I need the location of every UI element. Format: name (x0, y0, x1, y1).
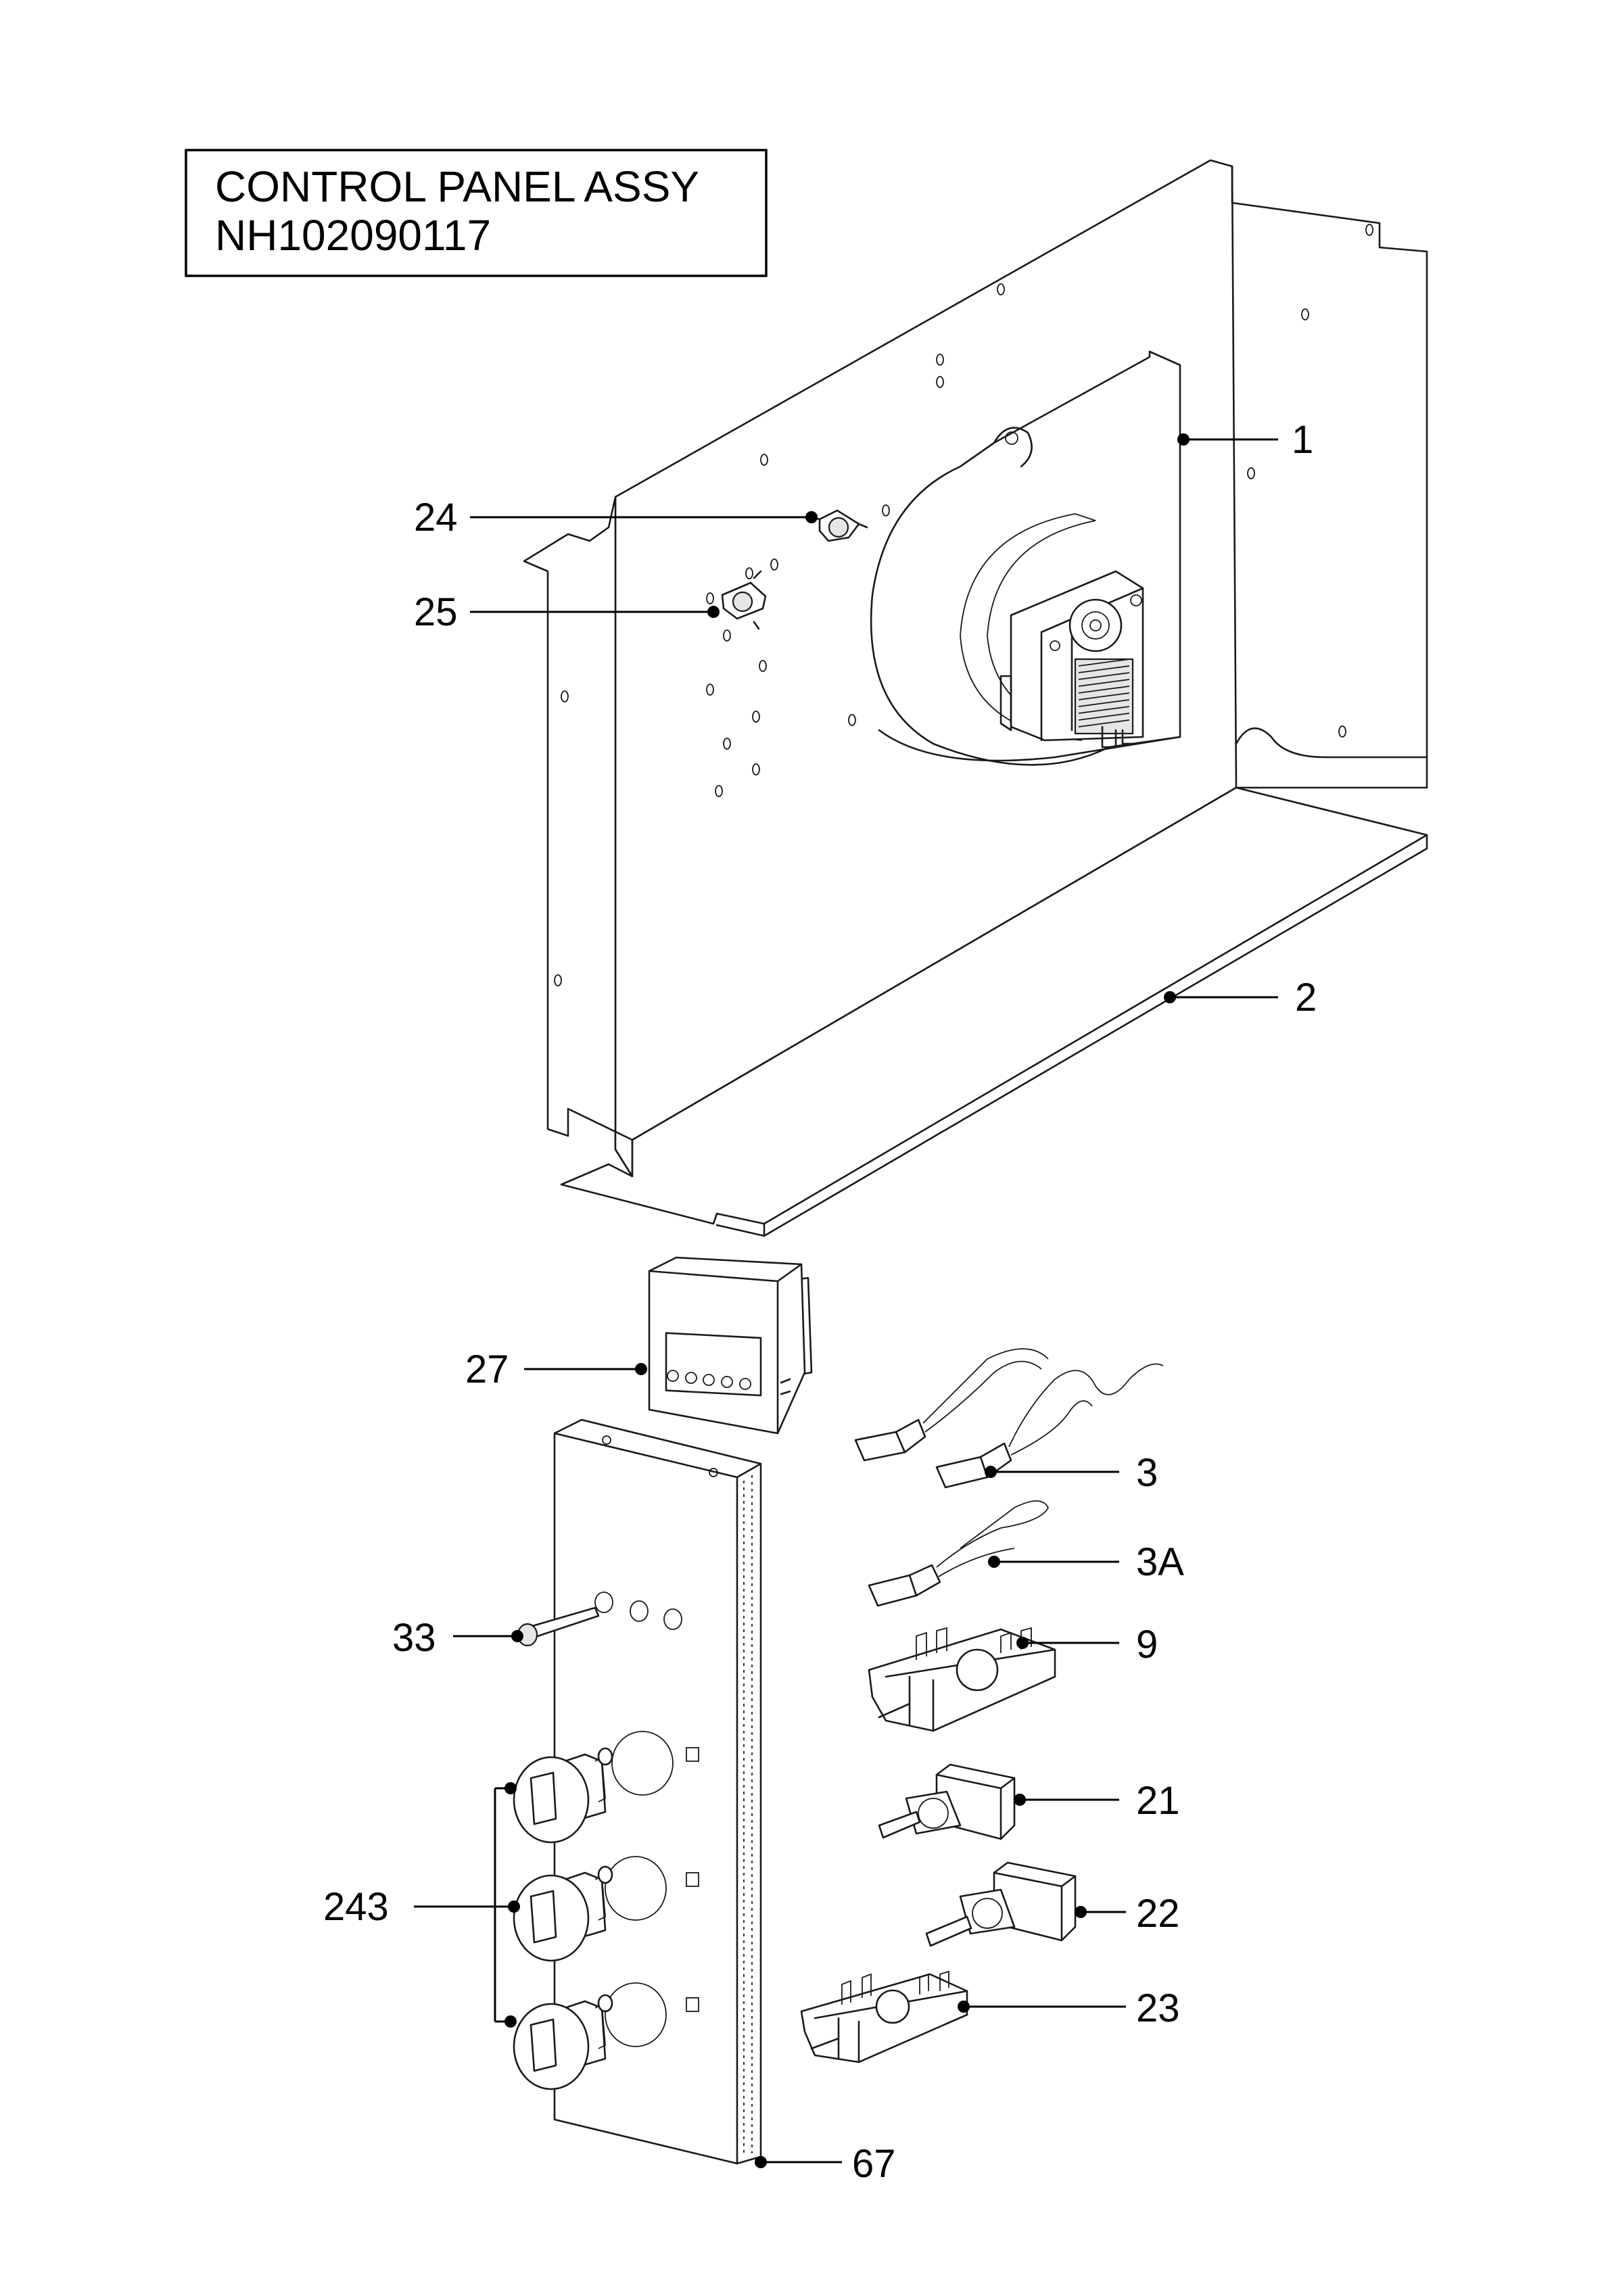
callout-22: 22 (1136, 1892, 1180, 1936)
side-flange (523, 496, 634, 1178)
title-block: CONTROL PANEL ASSY NH102090117 (185, 149, 768, 277)
motor-coil (1074, 658, 1134, 748)
selector-switch-9 (868, 1627, 1056, 1732)
callout-33: 33 (392, 1616, 436, 1660)
wire-harness-3 (854, 1348, 1164, 1489)
mounting-holes (554, 224, 1373, 986)
switch-22 (925, 1861, 1077, 1947)
callout-24: 24 (414, 496, 458, 540)
thermostat-25 (721, 570, 767, 630)
callout-21: 21 (1136, 1779, 1180, 1823)
callout-3a: 3A (1136, 1540, 1184, 1584)
switch-21 (878, 1763, 1016, 1840)
electronic-timer-27 (648, 1256, 813, 1435)
callout-9: 9 (1136, 1623, 1158, 1667)
thermostat-24 (810, 509, 868, 542)
callout-23: 23 (1136, 1986, 1180, 2030)
bottom-plate (560, 786, 1428, 1225)
control-knob-middle (513, 1865, 613, 1962)
callout-243: 243 (323, 1885, 389, 1929)
fan-housing-assembly (523, 159, 1428, 1237)
callout-25: 25 (414, 590, 458, 634)
timer-buttons (667, 1370, 751, 1390)
title-line-2: NH102090117 (215, 211, 491, 260)
control-knob-upper (513, 1747, 613, 1844)
control-knob-lower (513, 1994, 613, 2090)
control-panel-fascia-67 (553, 1418, 762, 2165)
leader-lines (414, 433, 1278, 2168)
wire-3a (868, 1500, 1050, 1607)
callout-67: 67 (852, 2142, 896, 2186)
callout-2: 2 (1295, 976, 1317, 1020)
selector-switch-23 (800, 1970, 968, 2063)
callout-labels: 1 2 24 25 27 3 3A 9 21 22 23 33 243 67 (323, 418, 1317, 2186)
callout-3: 3 (1136, 1451, 1158, 1495)
title-line-1: CONTROL PANEL ASSY (215, 162, 699, 211)
pin-33 (517, 1606, 600, 1647)
callout-27: 27 (465, 1347, 509, 1391)
callout-1: 1 (1292, 418, 1313, 462)
